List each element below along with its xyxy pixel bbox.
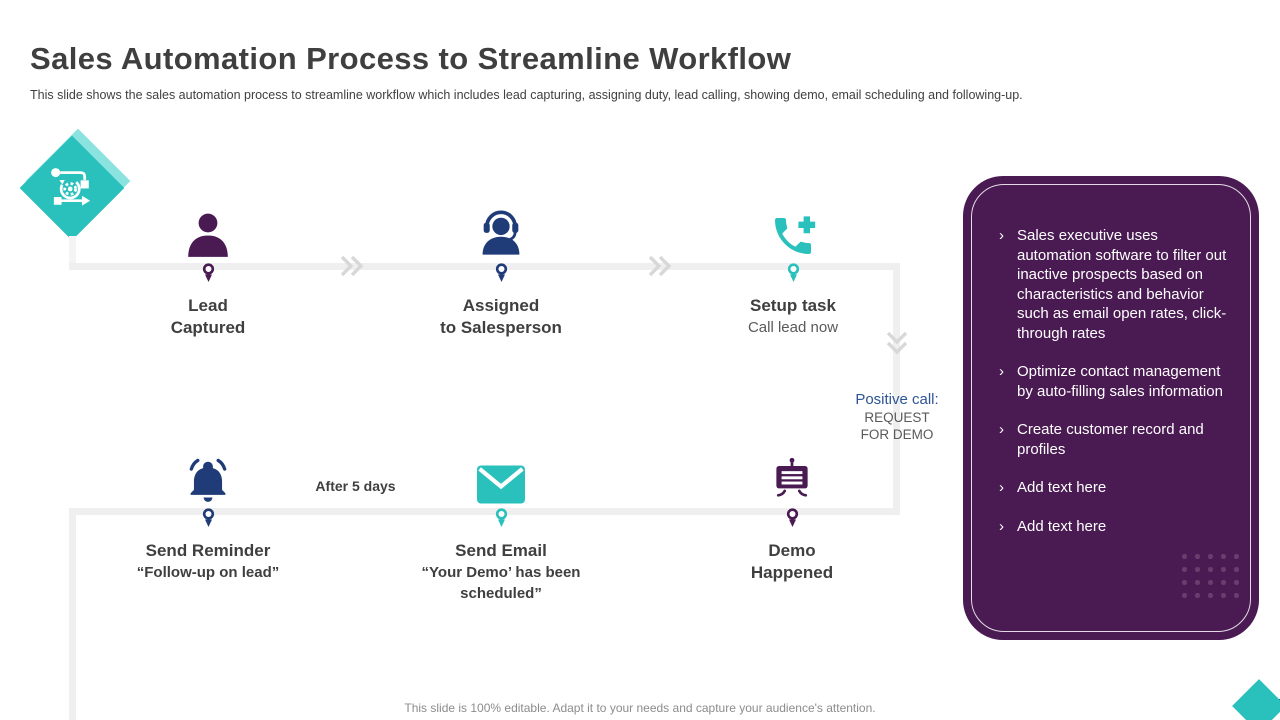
- notes-panel: › Sales executive uses automation softwa…: [963, 176, 1259, 640]
- step-quote: “Follow-up on lead”: [136, 564, 280, 581]
- bullet-item: › Add text here: [999, 478, 1235, 498]
- step-lead-captured: Lead Captured: [78, 202, 338, 339]
- timeline-connector-diamond: [69, 236, 76, 266]
- bullet-text: Optimize contact management by auto-fill…: [1017, 363, 1223, 400]
- person-icon: [188, 213, 228, 257]
- timeline-line-row2: [69, 508, 900, 515]
- positive-call-detail: REQUEST FOR DEMO: [860, 410, 934, 442]
- step-demo-happened: Demo Happened: [662, 447, 922, 584]
- chevron-down-icon: [886, 331, 908, 355]
- bullet-text: Sales executive uses automation software…: [1017, 227, 1227, 342]
- timeline-line-row1: [69, 263, 900, 270]
- bullet-marker: ›: [999, 227, 1004, 244]
- presentation-board-icon: [776, 457, 808, 497]
- pin-icon: [494, 263, 509, 284]
- chevron-right-icon: [648, 255, 672, 277]
- pin-icon: [786, 263, 801, 284]
- bullet-marker: ›: [999, 421, 1004, 438]
- step-send-email: Send Email “Your Demo’ has been schedule…: [371, 447, 631, 604]
- pin-icon: [785, 508, 800, 529]
- step-label: Send Reminder: [145, 541, 271, 560]
- step-label: Demo Happened: [750, 541, 834, 582]
- step-setup-task: Setup task Call lead now: [663, 202, 923, 338]
- bullet-list: › Sales executive uses automation softwa…: [963, 176, 1259, 536]
- bullet-item: › Create customer record and profiles: [999, 420, 1235, 459]
- pin-icon: [201, 263, 216, 284]
- footer-note: This slide is 100% editable. Adapt it to…: [404, 701, 876, 715]
- timeline-line-right: [893, 263, 900, 515]
- step-assigned-to-salesperson: Assigned to Salesperson: [371, 202, 631, 339]
- bullet-item: › Optimize contact management by auto-fi…: [999, 362, 1235, 401]
- bullet-item: › Sales executive uses automation softwa…: [999, 226, 1235, 343]
- workflow-diamond: [19, 135, 125, 241]
- bullet-text: Create customer record and profiles: [1017, 421, 1204, 458]
- bullet-marker: ›: [999, 363, 1004, 380]
- step-send-reminder: Send Reminder “Follow-up on lead”: [78, 447, 338, 583]
- email-icon: [477, 465, 525, 504]
- timeline-line-left: [69, 508, 76, 720]
- step-label: Lead Captured: [170, 296, 246, 337]
- positive-call-note: Positive call: REQUEST FOR DEMO: [827, 390, 967, 443]
- step-quote: “Your Demo’ has been scheduled”: [421, 564, 581, 602]
- bell-icon: [189, 458, 227, 502]
- step-label: Send Email: [455, 541, 547, 560]
- phone-add-icon: [775, 216, 816, 254]
- workflow-icon: [51, 168, 91, 206]
- page-subtitle: This slide shows the sales automation pr…: [30, 87, 1023, 102]
- step-label: Setup task: [750, 296, 836, 315]
- bullet-marker: ›: [999, 517, 1004, 535]
- bullet-item: › Add text here: [999, 517, 1235, 537]
- bullet-marker: ›: [999, 479, 1004, 496]
- bullet-text: Add text here: [1017, 517, 1107, 535]
- corner-diamond: [1232, 679, 1280, 720]
- bullet-text: Add text here: [1017, 479, 1107, 496]
- positive-call-label: Positive call:: [855, 391, 939, 408]
- page-title: Sales Automation Process to Streamline W…: [30, 40, 792, 76]
- dots-pattern: [1182, 554, 1247, 606]
- headset-agent-icon: [482, 210, 520, 255]
- pin-icon: [494, 508, 509, 529]
- pin-icon: [201, 508, 216, 529]
- step-sublabel: Call lead now: [747, 319, 839, 336]
- step-label: Assigned to Salesperson: [440, 296, 562, 337]
- chevron-right-icon: [340, 255, 364, 277]
- after-days-label: After 5 days: [315, 478, 396, 494]
